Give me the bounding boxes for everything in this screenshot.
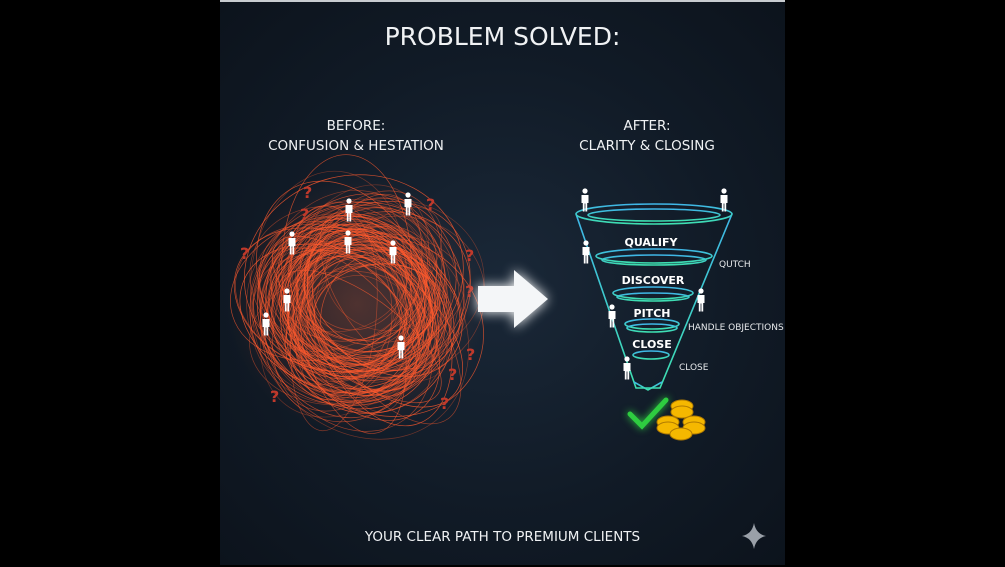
- infographic-panel: PROBLEM SOLVED: BEFORE: CONFUSION & HEST…: [220, 0, 785, 565]
- tangle-strand: [282, 198, 485, 364]
- question-mark-icon: ?: [303, 183, 312, 202]
- tangle-strand: [300, 226, 462, 425]
- after-heading: AFTER: CLARITY & CLOSING: [517, 116, 777, 156]
- tangle-strand: [309, 227, 445, 366]
- person-icon: [623, 356, 631, 380]
- tangle-strand: [269, 247, 417, 397]
- tangle-strand: [272, 190, 443, 412]
- tangle-strand: [239, 243, 424, 394]
- tangle-strand: [253, 230, 442, 393]
- tangle-strand: [294, 206, 442, 365]
- tangle-strand: [312, 222, 407, 380]
- tangle-strand: [250, 241, 413, 405]
- before-label: BEFORE:: [326, 118, 386, 134]
- side-label-qutch: QUTCH: [719, 260, 751, 270]
- before-subtitle: CONFUSION & HESTATION: [268, 138, 444, 154]
- tangle-strand: [265, 198, 460, 390]
- tangle-strand: [249, 270, 436, 406]
- person-icon: [720, 188, 728, 212]
- tangle-strand: [303, 228, 463, 377]
- sales-funnel: [575, 203, 733, 391]
- tangle-strand: [252, 207, 431, 352]
- side-label-close: CLOSE: [679, 363, 709, 373]
- tangle-strand: [311, 233, 412, 345]
- funnel-stage-pitch: PITCH: [634, 307, 671, 320]
- funnel-stage-discover: DISCOVER: [622, 274, 685, 287]
- tangle-strand: [287, 227, 430, 392]
- tangle-strand: [271, 201, 471, 389]
- question-mark-icon: ?: [448, 365, 457, 384]
- tangle-strand: [276, 193, 457, 366]
- after-subtitle: CLARITY & CLOSING: [579, 138, 715, 154]
- tangle-strand: [290, 205, 407, 434]
- tangle-strand: [270, 214, 410, 333]
- question-mark-icon: ?: [270, 387, 279, 406]
- tangle-strand: [280, 228, 425, 399]
- tangle-strand: [261, 203, 452, 405]
- question-mark-icon: ?: [426, 195, 435, 214]
- tangle-strand: [250, 170, 406, 385]
- tangle-strand: [278, 269, 442, 404]
- tangle-strand: [297, 254, 420, 402]
- arrow-right-icon: [478, 270, 548, 328]
- tangle-strand: [306, 258, 451, 414]
- question-mark-icon: ?: [300, 205, 309, 224]
- question-mark-icon: ?: [465, 246, 474, 265]
- confusion-tangle: [230, 154, 486, 440]
- tangle-strand: [271, 249, 406, 372]
- tangle-strand: [278, 243, 436, 359]
- checkmark-icon: [627, 397, 669, 430]
- diagram-canvas: ?????????? QUALIFY DISCOVER PITCH CLOSE QUT…: [227, 154, 784, 549]
- tangle-strand: [260, 213, 447, 418]
- tangle-strand: [307, 201, 410, 413]
- question-mark-icon: ?: [466, 345, 475, 364]
- side-label-handle-objections: HANDLE OBJECTIONS: [688, 323, 784, 333]
- question-mark-icon: ?: [465, 282, 474, 301]
- person-icon: [582, 240, 590, 264]
- tangle-strand: [291, 217, 402, 363]
- tangle-strand: [293, 204, 436, 406]
- page-title: PROBLEM SOLVED:: [384, 22, 621, 51]
- tangle-strand: [230, 215, 420, 361]
- tangle-strand: [289, 275, 401, 401]
- question-mark-icon: ?: [240, 244, 249, 263]
- tangle-strand: [297, 251, 408, 366]
- funnel-stage-close: CLOSE: [632, 338, 671, 351]
- tangle-strand: [294, 239, 432, 343]
- tangle-strand: [233, 227, 411, 373]
- funnel-stage-qualify: QUALIFY: [624, 236, 678, 249]
- tangle-strand: [313, 238, 421, 414]
- tangle-strand: [319, 211, 438, 370]
- tangle-strand: [309, 265, 420, 367]
- after-label: AFTER:: [623, 118, 671, 134]
- footer-tagline: YOUR CLEAR PATH TO PREMIUM CLIENTS: [364, 529, 641, 545]
- sparkle-icon: [742, 523, 766, 549]
- coins-icon: [656, 399, 706, 441]
- tangle-strand: [306, 228, 434, 372]
- tangle-strand: [259, 190, 429, 375]
- tangle-strand: [251, 218, 470, 440]
- before-heading: BEFORE: CONFUSION & HESTATION: [226, 116, 486, 156]
- person-icon: [697, 288, 705, 312]
- tangle-strand: [306, 255, 464, 408]
- tangle-strand: [263, 250, 433, 432]
- tangle-strand: [271, 235, 421, 371]
- question-marks: ??????????: [240, 183, 475, 413]
- tangle-strand: [256, 180, 432, 396]
- question-mark-icon: ?: [440, 394, 449, 413]
